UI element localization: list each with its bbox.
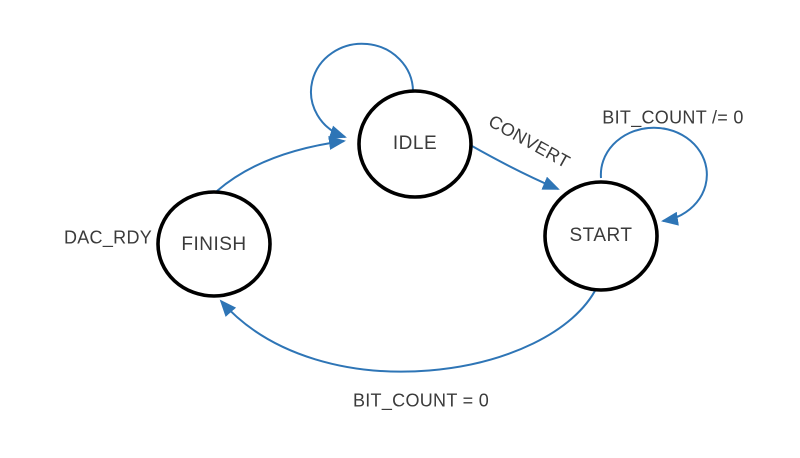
state-finish [156, 190, 272, 298]
transition-label-bit-count-not-zero: BIT_COUNT /= 0 [602, 107, 744, 128]
state-label-idle: IDLE [392, 133, 438, 154]
state-label-start: START [569, 225, 633, 246]
transition-start-self-loop [599, 126, 708, 226]
transition-idle-to-start [471, 145, 560, 190]
state-idle [357, 89, 473, 199]
state-label-finish: FINISH [181, 234, 247, 255]
transition-idle-self-loop [310, 42, 414, 139]
transition-finish-to-idle [216, 136, 346, 192]
transition-label-bit-count-zero: BIT_COUNT = 0 [352, 390, 490, 411]
transition-start-to-finish [219, 286, 598, 373]
transition-label-dac-rdy: DAC_RDY [63, 227, 153, 248]
state-start [543, 180, 659, 292]
